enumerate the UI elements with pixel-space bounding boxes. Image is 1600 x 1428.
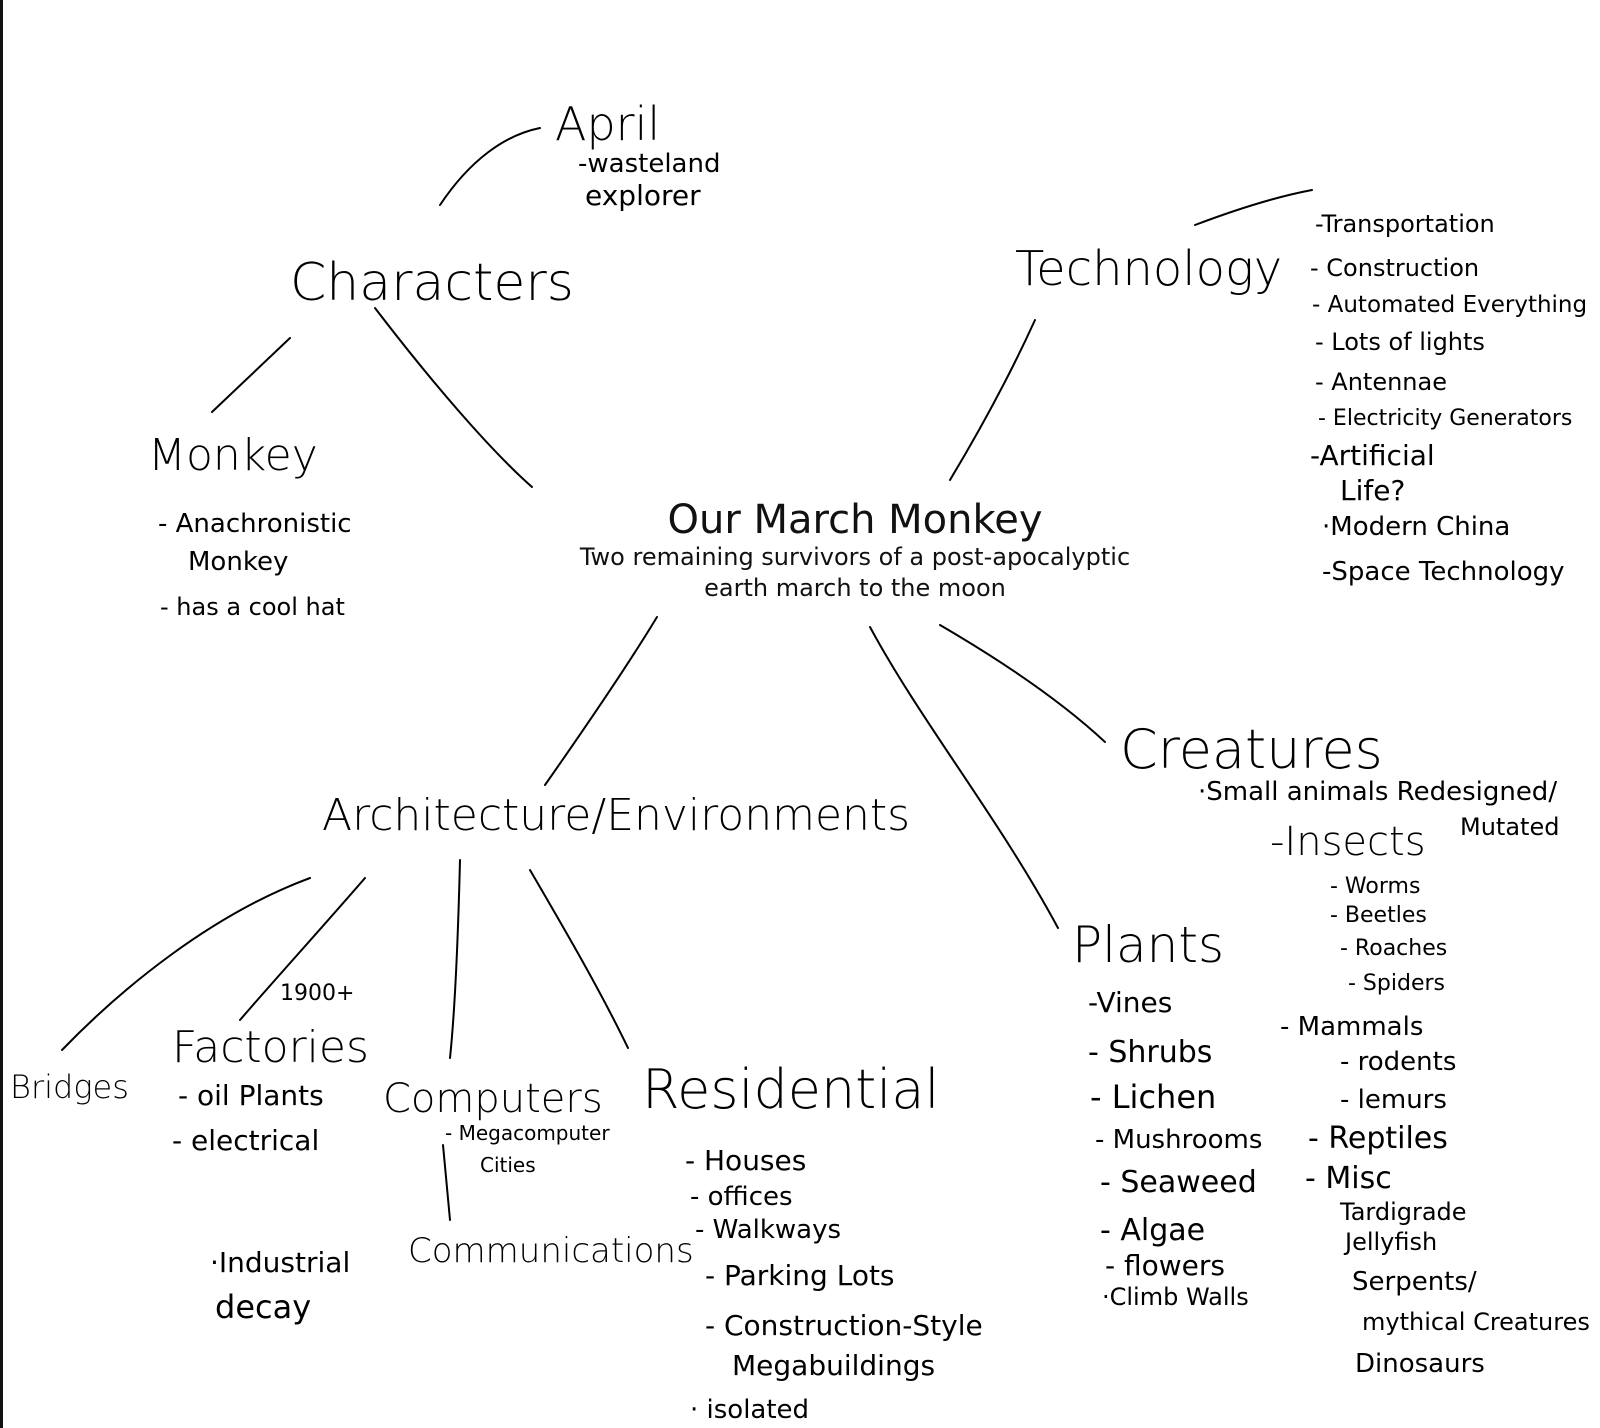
misc-item: Jellyfish (1343, 1228, 1437, 1256)
line-arch-residential (529, 869, 629, 1049)
insects-item: - Beetles (1330, 903, 1427, 928)
computers-label: Computers (383, 1076, 603, 1122)
center-subtitle-line-1: Two remaining survivors of a post-apocal… (579, 543, 1130, 571)
center-subtitle-line-2: earth march to the moon (704, 574, 1006, 602)
monkey-name: Monkey (148, 430, 318, 481)
plants-item: - Shrubs (1088, 1035, 1212, 1070)
center-node: Our March Monkey Two remaining survivors… (579, 497, 1130, 602)
characters-label: Characters (290, 253, 574, 313)
technology-label: Technology (1015, 241, 1282, 297)
communications-label: Communications (408, 1231, 694, 1271)
creatures-branch: Creatures ·Small animals Redesigned/ Mut… (1120, 718, 1590, 1379)
residential-label: Residential (642, 1058, 939, 1121)
line-arch-computers (449, 859, 461, 1059)
technology-item: - Antennae (1315, 368, 1447, 396)
line-center-creatures (939, 624, 1106, 743)
architecture-label: Architecture/Environments (322, 790, 910, 841)
technology-branch: Technology -Transportation - Constructio… (1015, 210, 1587, 587)
characters-branch: Characters April -wasteland explorer Mon… (148, 97, 720, 621)
factories-extra: ·Industrial (210, 1246, 350, 1279)
factories-note: 1900+ (280, 981, 354, 1006)
residential-item: Megabuildings (732, 1349, 935, 1382)
line-center-plants (869, 626, 1059, 929)
factories-item: - electrical (172, 1124, 319, 1157)
line-characters-april (439, 127, 541, 206)
insects-item: - Roaches (1340, 936, 1447, 961)
connector-lines (61, 127, 1313, 1221)
technology-item: ·Modern China (1322, 512, 1510, 542)
residential-item: - offices (690, 1182, 793, 1212)
misc-item: mythical Creatures (1362, 1308, 1590, 1336)
plants-item: - flowers (1105, 1249, 1225, 1282)
insects-label: -Insects (1270, 819, 1426, 865)
center-title: Our March Monkey (668, 497, 1043, 543)
creatures-label: Creatures (1120, 718, 1383, 781)
architecture-branch: Architecture/Environments Bridges 1900+ … (10, 790, 983, 1425)
insects-item: - Worms (1330, 874, 1420, 899)
april-name: April (555, 97, 660, 151)
misc-label: - Misc (1305, 1161, 1392, 1196)
line-characters-center (374, 307, 533, 488)
plants-item: - Algae (1100, 1213, 1205, 1248)
plants-branch: Plants -Vines - Shrubs - Lichen - Mushro… (1072, 916, 1262, 1311)
residential-item: - Construction-Style (705, 1309, 983, 1342)
factories-extra: decay (215, 1288, 311, 1326)
april-note-2: explorer (585, 179, 701, 212)
bridges-label: Bridges (10, 1068, 129, 1106)
plants-item: -Vines (1088, 986, 1172, 1019)
residential-item: - Parking Lots (705, 1259, 895, 1292)
computers-item: Cities (480, 1153, 536, 1177)
monkey-note-1: - Anachronistic (158, 509, 352, 539)
plants-item: - Lichen (1090, 1078, 1216, 1116)
line-technology-center (949, 319, 1036, 481)
residential-item: · isolated (690, 1395, 809, 1425)
mammals-item: - lemurs (1340, 1085, 1447, 1115)
technology-item: -Transportation (1315, 210, 1495, 238)
plants-item: ·Climb Walls (1102, 1283, 1249, 1311)
factories-item: - oil Plants (178, 1079, 324, 1112)
mammals-item: - rodents (1340, 1047, 1456, 1077)
technology-item: - Construction (1310, 254, 1479, 282)
reptiles-label: - Reptiles (1308, 1121, 1448, 1156)
mammals-label: - Mammals (1280, 1012, 1423, 1042)
insects-item: - Spiders (1348, 971, 1445, 996)
line-center-architecture (544, 616, 658, 786)
technology-item: Life? (1340, 474, 1405, 507)
line-computers-communications (442, 1144, 451, 1221)
monkey-note-3: - has a cool hat (160, 593, 345, 621)
creatures-intro-2: Mutated (1460, 813, 1559, 841)
plants-label: Plants (1072, 916, 1224, 974)
plants-item: - Seaweed (1100, 1165, 1257, 1200)
residential-item: - Walkways (695, 1215, 841, 1245)
plants-item: - Mushrooms (1095, 1125, 1262, 1155)
factories-label: Factories (172, 1022, 369, 1073)
line-technology-items (1194, 189, 1313, 226)
misc-item: Serpents/ (1352, 1267, 1477, 1297)
line-characters-monkey (211, 337, 291, 413)
misc-item: Tardigrade (1339, 1198, 1467, 1226)
monkey-note-2: Monkey (188, 547, 288, 577)
technology-item: -Artificial (1310, 439, 1435, 472)
technology-item: - Lots of lights (1315, 328, 1485, 356)
line-arch-factories (239, 877, 366, 1021)
april-note-1: -wasteland (578, 149, 720, 179)
technology-item: - Automated Everything (1312, 292, 1587, 318)
technology-item: -Space Technology (1322, 557, 1565, 587)
residential-item: - Houses (685, 1144, 806, 1177)
computers-item: - Megacomputer (445, 1121, 610, 1145)
left-edge-border (0, 0, 3, 1428)
line-arch-bridges (61, 877, 311, 1051)
technology-item: - Electricity Generators (1318, 406, 1572, 431)
creatures-intro: ·Small animals Redesigned/ (1198, 777, 1557, 807)
misc-item: Dinosaurs (1355, 1349, 1485, 1379)
